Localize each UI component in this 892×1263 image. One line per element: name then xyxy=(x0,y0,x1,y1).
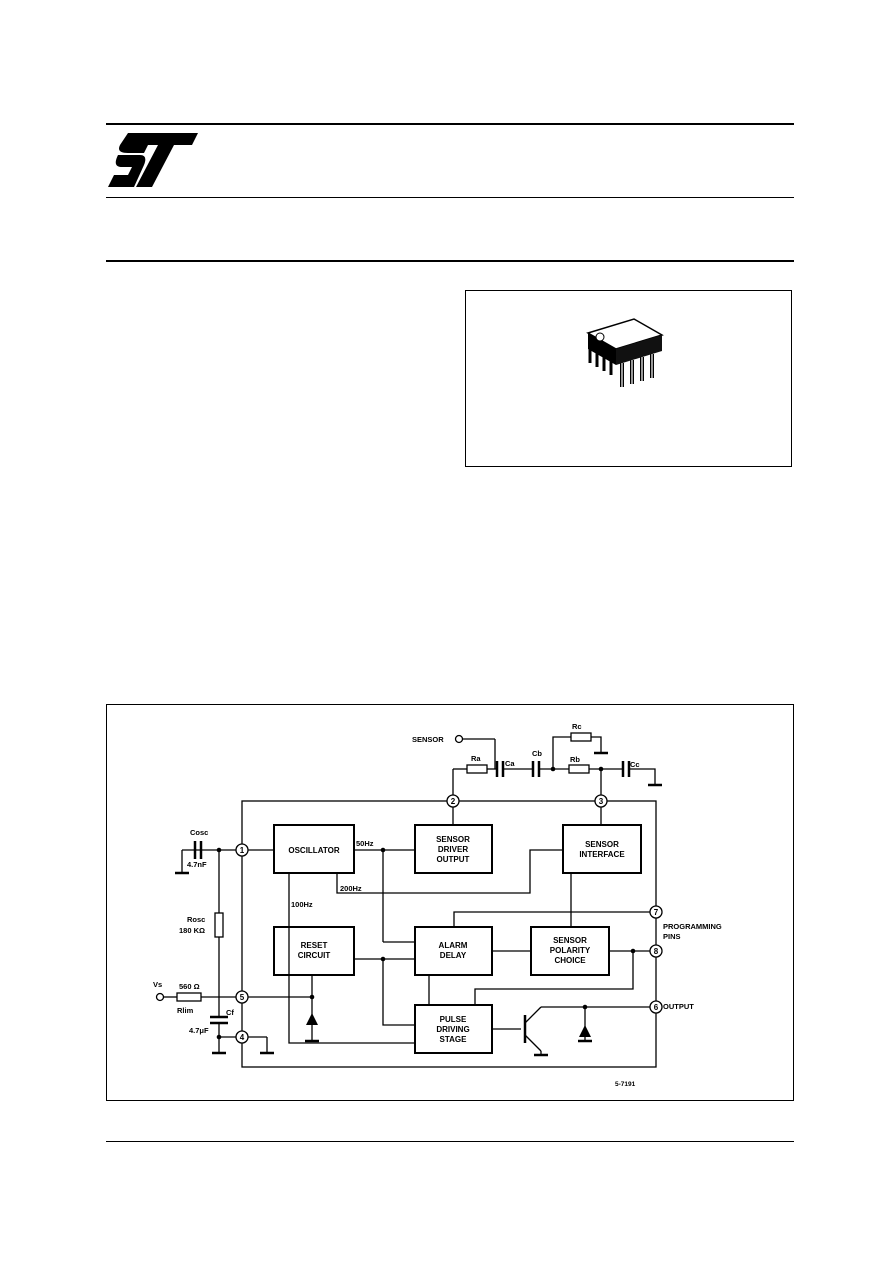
pulse-block-line2: DRIVING xyxy=(436,1025,469,1034)
cf-label: Cf xyxy=(226,1008,234,1017)
block-diagram: 1 2 3 4 5 6 7 8 OSCILLATOR SENSOR DRIVER… xyxy=(153,722,722,1088)
oscillator-block: OSCILLATOR xyxy=(288,846,339,855)
polarity-block-line1: SENSOR xyxy=(553,936,587,945)
rosc-label: Rosc xyxy=(187,915,205,924)
cf-value: 4.7μF xyxy=(189,1026,209,1035)
rlim-value: 560 Ω xyxy=(179,982,200,991)
freq-200hz-label: 200Hz xyxy=(340,884,362,893)
pin-markers xyxy=(235,794,663,1044)
st-logo-icon xyxy=(108,131,200,194)
pulse-block-line3: STAGE xyxy=(440,1035,468,1044)
pin-5-label: 5 xyxy=(240,993,245,1002)
pins-label: PINS xyxy=(663,932,681,941)
ra-label: Ra xyxy=(471,754,481,763)
pin-7-label: 7 xyxy=(654,908,659,917)
rc-label: Rc xyxy=(572,722,582,731)
reset-block-line2: CIRCUIT xyxy=(298,951,331,960)
alarm-delay-block-line2: DELAY xyxy=(440,951,467,960)
figure-reference: 5-7191 xyxy=(615,1081,636,1088)
sensor-driver-block-line3: OUTPUT xyxy=(437,855,470,864)
package-box xyxy=(465,290,792,467)
header-rule-bottom xyxy=(106,260,794,262)
sensor-interface-block-line2: INTERFACE xyxy=(579,850,625,859)
rb-label: Rb xyxy=(570,755,580,764)
alarm-delay-block-line1: ALARM xyxy=(439,941,468,950)
rlim-label: Rlim xyxy=(177,1006,194,1015)
programming-label: PROGRAMMING xyxy=(663,922,722,931)
sensor-driver-block-line2: DRIVER xyxy=(438,845,468,854)
cc-label: Cc xyxy=(630,760,640,769)
vs-label: Vs xyxy=(153,980,162,989)
pin-8-label: 8 xyxy=(654,947,659,956)
pin-6-label: 6 xyxy=(654,1003,659,1012)
pin-3-label: 3 xyxy=(599,797,604,806)
dip8-package-icon xyxy=(586,318,664,387)
rosc-value: 180 KΩ xyxy=(179,926,205,935)
pulse-block-line1: PULSE xyxy=(440,1015,467,1024)
pin-1-label: 1 xyxy=(240,846,245,855)
sensor-interface-block-line1: SENSOR xyxy=(585,840,619,849)
sensor-driver-block-line1: SENSOR xyxy=(436,835,470,844)
polarity-block-line3: CHOICE xyxy=(554,956,586,965)
block-diagram-box: 1 2 3 4 5 6 7 8 OSCILLATOR SENSOR DRIVER… xyxy=(106,704,794,1101)
cb-label: Cb xyxy=(532,749,542,758)
output-label: OUTPUT xyxy=(663,1002,694,1011)
cosc-value: 4.7nF xyxy=(187,860,207,869)
footer-rule xyxy=(106,1141,794,1142)
pin-4-label: 4 xyxy=(240,1033,245,1042)
freq-100hz-label: 100Hz xyxy=(291,900,313,909)
pin-2-label: 2 xyxy=(451,797,456,806)
header-rule-middle xyxy=(106,197,794,198)
ca-label: Ca xyxy=(505,759,515,768)
polarity-block-line2: POLARITY xyxy=(550,946,591,955)
cosc-label: Cosc xyxy=(190,828,208,837)
sensor-label: SENSOR xyxy=(412,735,444,744)
reset-block-line1: RESET xyxy=(301,941,328,950)
header-rule-top xyxy=(106,123,794,125)
freq-50hz-label: 50Hz xyxy=(356,839,374,848)
